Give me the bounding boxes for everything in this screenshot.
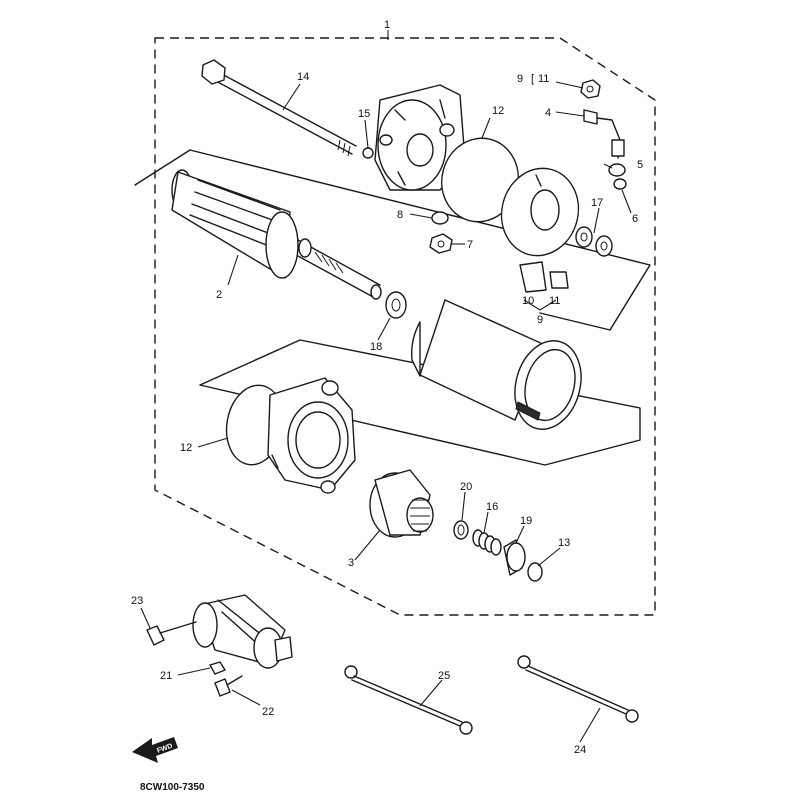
stopper-19 <box>503 539 526 576</box>
label-21: 21 <box>160 670 172 682</box>
label-19: 19 <box>520 515 532 527</box>
insulator-10 <box>519 261 547 293</box>
label-12-upper: 12 <box>492 105 504 117</box>
label-3: 3 <box>348 557 354 569</box>
washer-5 <box>608 163 626 177</box>
label-18: 18 <box>370 341 382 353</box>
label-9-upper: 9 <box>517 73 523 85</box>
fwd-arrow-icon: FWD <box>132 737 178 763</box>
label-4: 4 <box>545 107 551 119</box>
washer-18 <box>385 291 407 319</box>
diagram-code: 8CW100-7350 <box>140 782 205 793</box>
label-13: 13 <box>558 537 570 549</box>
nut-11-bracket <box>549 271 569 289</box>
leader-lines <box>140 30 632 743</box>
cable-24 <box>517 655 639 723</box>
label-16: 16 <box>486 501 498 513</box>
label-20: 20 <box>460 481 472 493</box>
nut-21 <box>209 661 226 675</box>
rear-cover <box>374 84 466 191</box>
label-12-lower: 12 <box>180 442 192 454</box>
nut-7 <box>429 233 453 254</box>
starter-assembly-small <box>192 594 293 669</box>
armature-panel <box>134 149 651 331</box>
label-11-lower: 11 <box>549 295 560 307</box>
label-6: 6 <box>632 213 638 225</box>
washer-17a <box>575 226 593 248</box>
label-5: 5 <box>637 159 643 171</box>
yoke-housing <box>410 299 582 430</box>
brush-lead <box>583 109 625 159</box>
label-25: 25 <box>438 670 450 682</box>
label-8: 8 <box>397 209 403 221</box>
label-10: 10 <box>522 295 534 307</box>
yoke-panel <box>199 339 641 466</box>
bolt-22 <box>214 678 231 697</box>
label-7: 7 <box>467 239 473 251</box>
bolt-23 <box>146 625 165 646</box>
label-1: 1 <box>384 19 390 31</box>
assembly-boundary <box>154 37 656 616</box>
armature <box>171 169 382 300</box>
spring-16 <box>472 529 502 556</box>
washer-8 <box>431 211 449 225</box>
washer-6 <box>613 178 627 190</box>
label-9-lower: 9 <box>537 314 543 326</box>
nut-top <box>580 79 601 99</box>
brush-plate <box>500 167 580 257</box>
label-17: 17 <box>591 197 603 209</box>
label-23: 23 <box>131 595 143 607</box>
label-24: 24 <box>574 744 586 756</box>
pinion-clutch <box>369 469 434 538</box>
label-11-upper: 11 <box>538 73 549 85</box>
front-cover <box>225 377 356 494</box>
label-2: 2 <box>216 289 222 301</box>
label-bracket: [ <box>531 73 534 85</box>
label-14: 14 <box>297 71 309 83</box>
circlip-13 <box>527 562 543 582</box>
cable-25 <box>344 665 473 735</box>
washer-17b <box>595 235 613 257</box>
circlip-20 <box>453 520 469 540</box>
washer-15 <box>362 147 374 159</box>
label-22: 22 <box>262 706 274 718</box>
label-15: 15 <box>358 108 370 120</box>
through-bolt <box>201 59 357 157</box>
